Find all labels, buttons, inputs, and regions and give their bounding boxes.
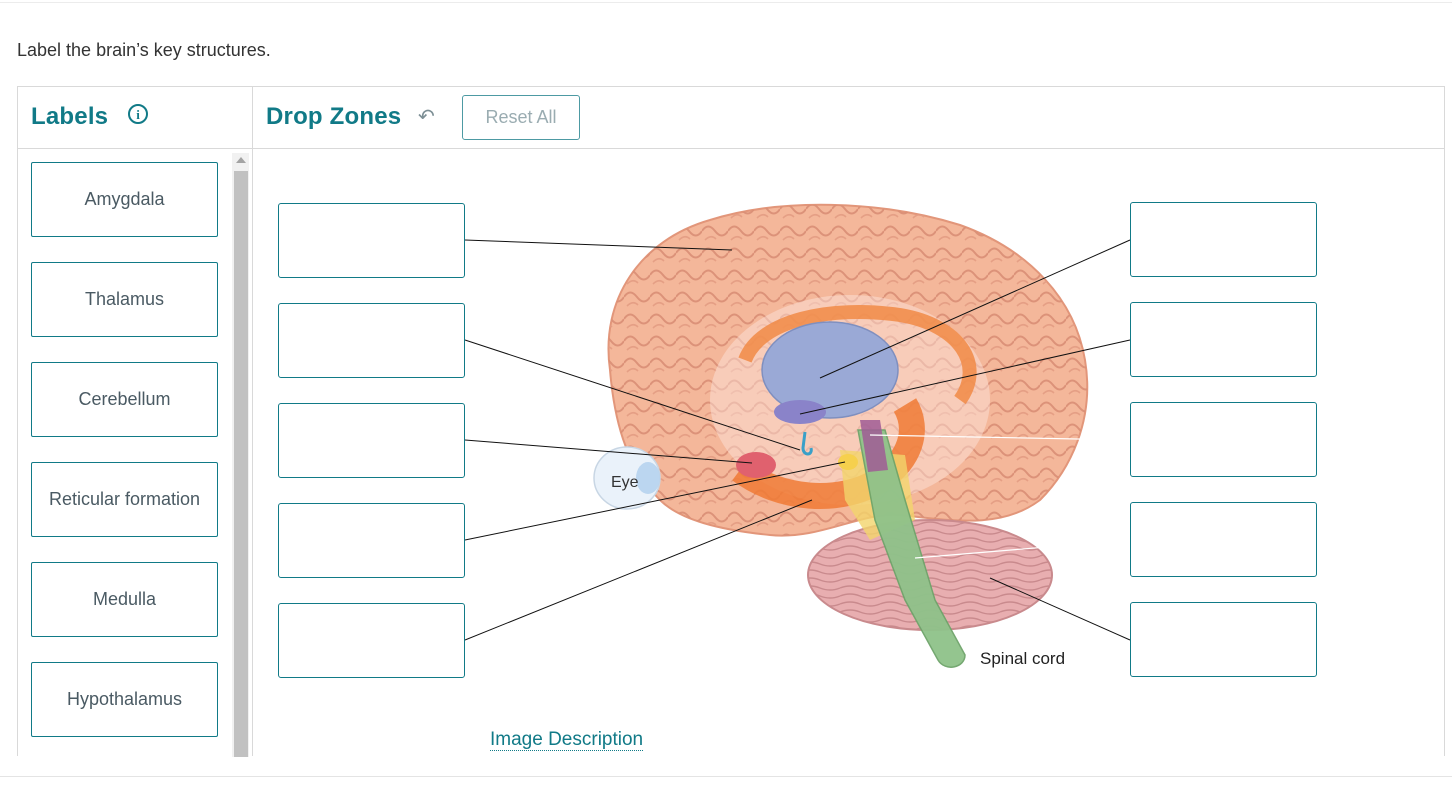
label-tile-reticular-formation[interactable]: Reticular formation <box>31 462 218 537</box>
cerebellum-shape <box>807 519 1053 631</box>
reset-all-button[interactable]: Reset All <box>462 95 580 140</box>
drop-zones-title: Drop Zones <box>266 103 402 130</box>
label-tile-thalamus[interactable]: Thalamus <box>31 262 218 337</box>
image-description-link[interactable]: Image Description <box>490 729 644 751</box>
undo-arrow-icon[interactable]: ↶ <box>418 106 435 128</box>
label-tile-amygdala[interactable]: Amygdala <box>31 162 218 237</box>
limbic-arc <box>738 305 977 405</box>
top-divider <box>0 2 1452 3</box>
leader-line <box>464 239 733 251</box>
thalamus-shape <box>761 321 899 419</box>
info-circle-icon[interactable]: i <box>128 104 148 124</box>
labels-title: Labels <box>31 103 109 130</box>
drop-zone-left-4[interactable] <box>278 503 465 578</box>
leader-lines-white <box>869 434 1131 559</box>
eye-iris <box>636 462 660 494</box>
label-tile-medulla[interactable]: Medulla <box>31 562 218 637</box>
labeling-frame: Labels i Drop Zones ↶ Reset All Amygdala… <box>17 86 1445 757</box>
leader-lines <box>464 239 1131 641</box>
spinal-cord-label: Spinal cord <box>980 649 1065 668</box>
leader-line <box>464 499 813 641</box>
drop-zone-right-4[interactable] <box>1130 502 1317 577</box>
labels-scrollbar-thumb[interactable] <box>234 171 248 757</box>
reticular-shape <box>860 420 888 472</box>
drop-zone-left-5[interactable] <box>278 603 465 678</box>
drop-zone-right-2[interactable] <box>1130 302 1317 377</box>
drop-zone-right-5[interactable] <box>1130 602 1317 677</box>
spinal-cord-shape <box>857 429 966 668</box>
scroll-up-arrow-icon[interactable] <box>236 157 246 163</box>
drop-zone-left-2[interactable] <box>278 303 465 378</box>
drop-zone-right-1[interactable] <box>1130 202 1317 277</box>
label-tile-hypothalamus[interactable]: Hypothalamus <box>31 662 218 737</box>
panel-divider <box>252 87 253 756</box>
leader-line <box>799 339 1131 415</box>
leader-line <box>464 461 846 541</box>
drop-zone-left-3[interactable] <box>278 403 465 478</box>
bottom-divider <box>0 776 1452 777</box>
leader-line <box>819 239 1131 379</box>
nucleus-shape <box>838 454 858 470</box>
eye-label: Eye <box>611 474 639 491</box>
leader-line <box>989 577 1131 641</box>
amygdala-shape <box>736 452 776 478</box>
leader-line <box>869 434 1131 441</box>
leader-line <box>464 339 801 451</box>
leader-line <box>464 439 753 464</box>
label-tile-cerebellum[interactable]: Cerebellum <box>31 362 218 437</box>
pituitary-shape <box>801 431 813 456</box>
question-prompt: Label the brain’s key structures. <box>17 40 271 60</box>
leader-line <box>914 539 1131 559</box>
header-divider <box>18 148 1444 149</box>
drop-zone-right-3[interactable] <box>1130 402 1317 477</box>
hypothalamus-shape <box>774 400 826 424</box>
drop-zone-left-1[interactable] <box>278 203 465 278</box>
